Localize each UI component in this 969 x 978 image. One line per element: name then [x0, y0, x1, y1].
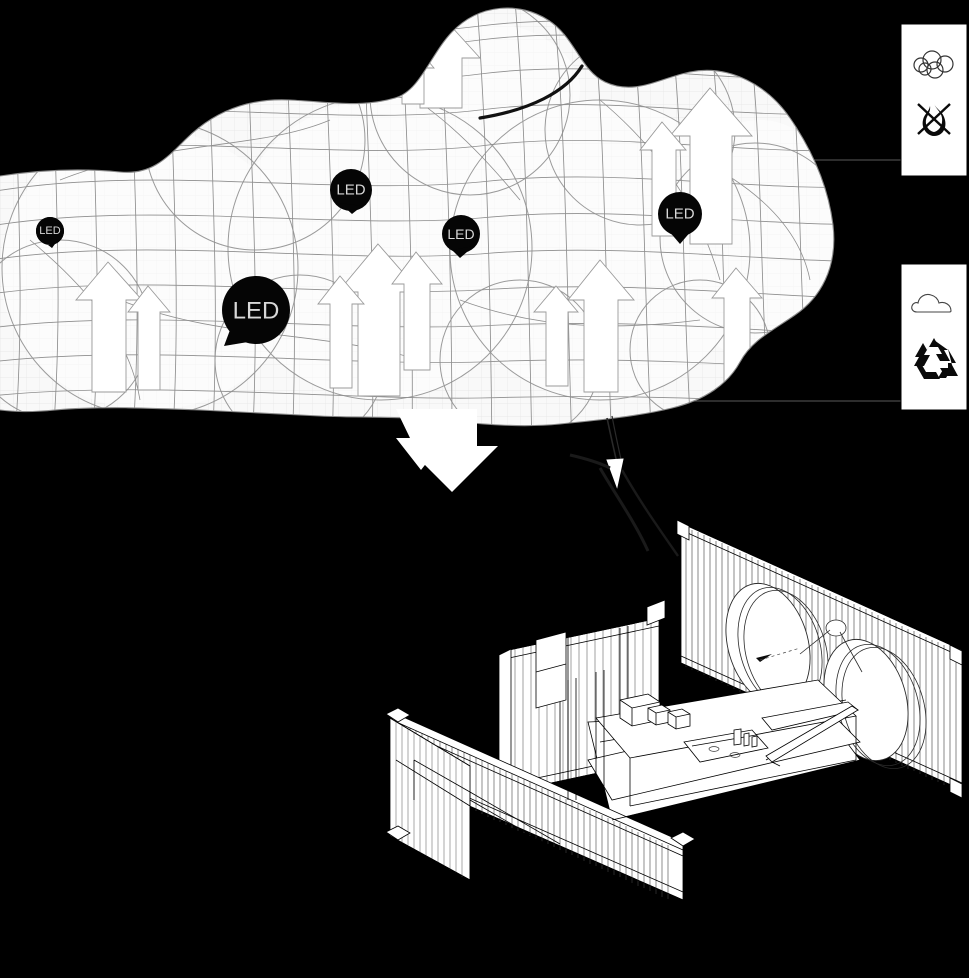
led-marker-4-label: LED	[233, 298, 280, 325]
recycle-icon[interactable]	[914, 338, 958, 379]
led-marker-4[interactable]: LED	[222, 276, 290, 346]
canopy-outline	[0, 7, 835, 427]
led-marker-1-label: LED	[39, 225, 60, 237]
down-arrows	[396, 409, 498, 492]
led-marker-5-label: LED	[665, 206, 694, 223]
tether-left	[569, 453, 611, 470]
cone-tether-group	[569, 415, 679, 557]
led-markers[interactable]: LED LED LED LED LED	[36, 169, 702, 346]
ramp-plate	[761, 701, 859, 767]
canopy-up-arrows	[75, 13, 763, 397]
tether-upper	[606, 417, 618, 464]
tether-extra	[620, 469, 679, 557]
front-wall-left-end	[385, 707, 696, 881]
led-marker-2-label: LED	[336, 182, 365, 199]
led-marker-5[interactable]: LED	[658, 192, 702, 244]
led-marker-1[interactable]: LED	[36, 217, 65, 248]
icon-panel-top[interactable]	[900, 23, 968, 177]
assembly-ground-lines	[611, 761, 863, 901]
icon-panel-bottom[interactable]	[900, 263, 968, 411]
cloud-outline-icon[interactable]	[913, 50, 954, 79]
counter-objects	[619, 693, 758, 748]
cloud-outline-icon-2[interactable]	[911, 293, 952, 313]
tether-lower	[598, 467, 650, 552]
inner-back-panel	[413, 759, 561, 880]
led-marker-3-label: LED	[447, 226, 474, 242]
icon-panel-top-background	[900, 23, 968, 177]
exploded-container-assembly	[385, 519, 963, 901]
icon-panel-bottom-background	[900, 263, 968, 411]
no-fire-icon[interactable]	[917, 103, 951, 136]
cone-shape	[606, 458, 624, 489]
central-partitions	[535, 631, 605, 800]
down-arrow-large	[406, 409, 498, 492]
down-arrow-small	[396, 409, 446, 470]
led-marker-2[interactable]: LED	[330, 169, 372, 214]
led-marker-3[interactable]: LED	[442, 215, 480, 258]
